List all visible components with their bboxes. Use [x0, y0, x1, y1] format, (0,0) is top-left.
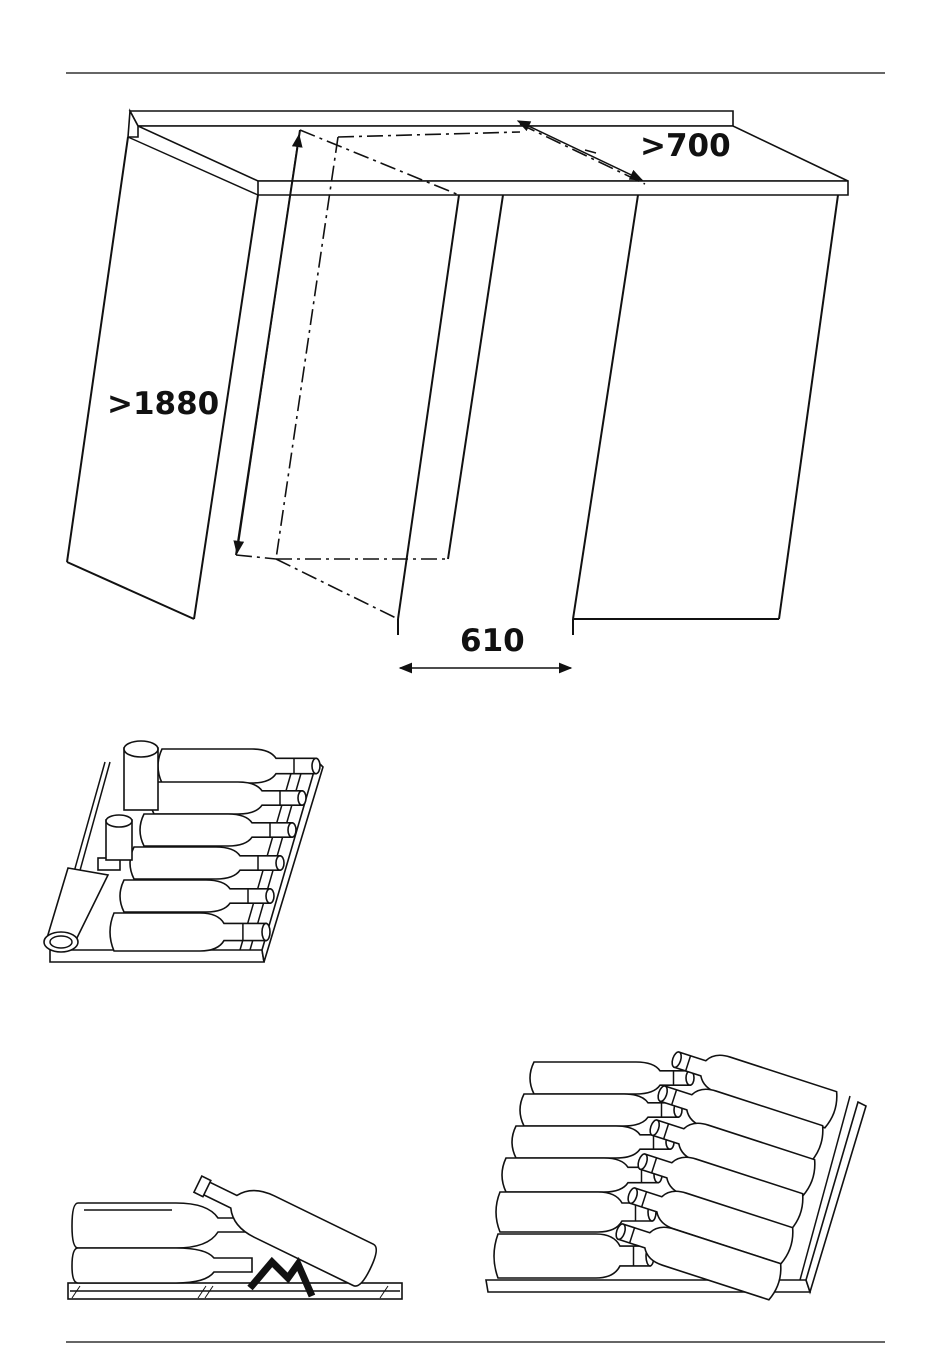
shelf-bottle-1 [158, 749, 320, 783]
height-label: >1880 [107, 386, 219, 422]
depth-label: >700 [640, 128, 731, 164]
shelf-bottles-diagram [44, 741, 323, 962]
side-bottle-bottom [72, 1248, 252, 1283]
side-bottle-top [72, 1203, 254, 1248]
stacked-rack-diagram [486, 1040, 866, 1301]
niche-back-edges [398, 195, 573, 635]
shelf-bottle-3 [140, 814, 296, 846]
height-dimension [237, 135, 299, 553]
back-bottle [124, 741, 158, 810]
shelf-bottle-5 [120, 880, 274, 912]
shelf-bottle-4 [130, 847, 284, 879]
rack-side-view-diagram [68, 1164, 402, 1299]
left-cabinet [67, 137, 258, 619]
shelf-bottle-2 [150, 782, 306, 814]
installation-niche-diagram: >700 >1880 610 [67, 111, 848, 668]
right-cabinet [573, 195, 838, 619]
countertop [128, 111, 848, 195]
shelf-bottle-6 [110, 913, 270, 951]
width-label: 610 [460, 623, 525, 659]
